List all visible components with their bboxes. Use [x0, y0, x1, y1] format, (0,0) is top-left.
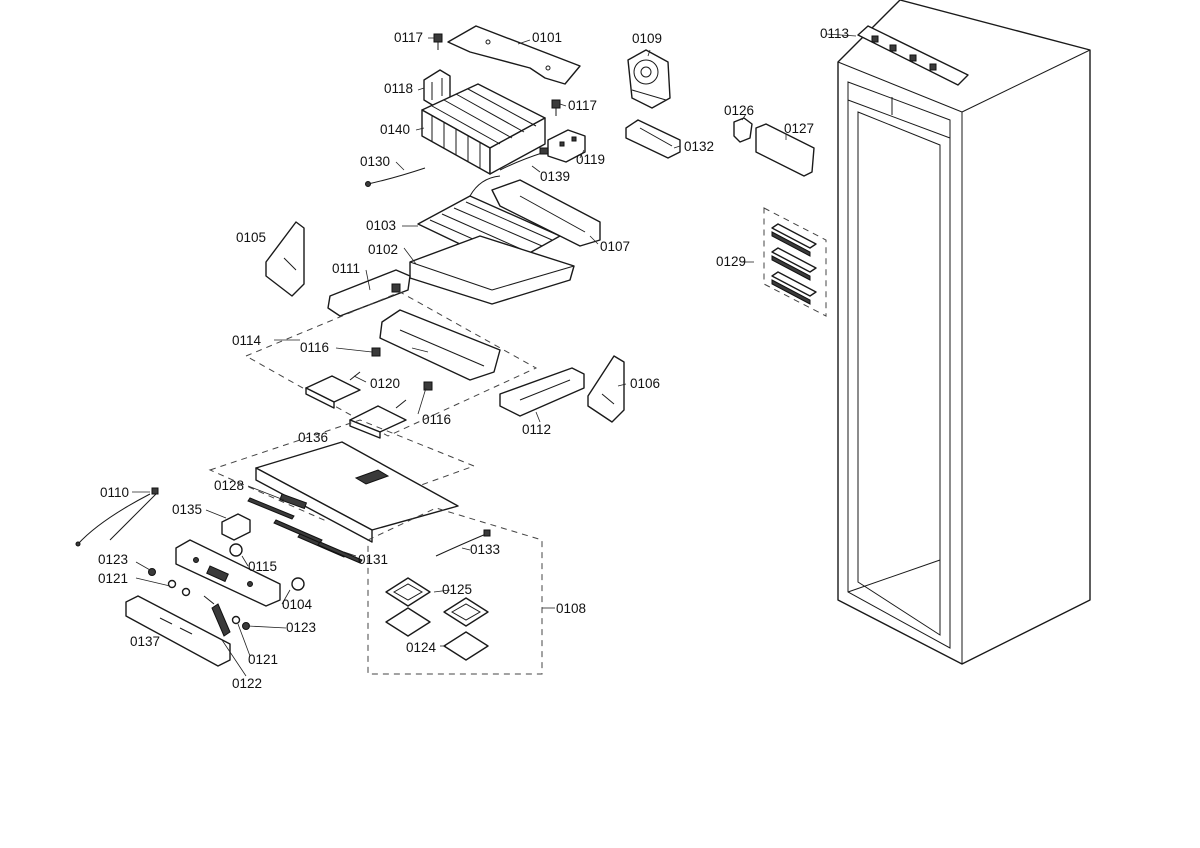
label-0131: 0131	[358, 552, 388, 567]
label-0116-bottom: 0116	[422, 412, 451, 427]
front-plate-0137	[125, 595, 231, 667]
label-0118: 0118	[384, 81, 413, 96]
label-0121-right: 0121	[248, 652, 278, 667]
screws-nuts-left	[148, 568, 250, 630]
label-0108: 0108	[556, 601, 586, 616]
label-0101: 0101	[532, 30, 562, 45]
label-0113: 0113	[820, 26, 849, 41]
label-0119: 0119	[576, 152, 605, 167]
bracket-0111	[327, 269, 411, 317]
label-0123-left: 0123	[98, 552, 128, 567]
label-0102: 0102	[368, 242, 398, 257]
sensor-cable-0139	[499, 147, 549, 171]
label-0109: 0109	[632, 31, 662, 46]
drain-duct-0107	[491, 179, 601, 247]
evaporator-cover	[447, 25, 581, 85]
label-0137: 0137	[130, 634, 160, 649]
strips-0131	[247, 497, 363, 564]
control-housing-0136	[208, 419, 476, 543]
cable-0133	[435, 529, 491, 557]
strips-group-0129	[763, 207, 827, 317]
label-0122: 0122	[232, 676, 262, 691]
label-0110: 0110	[100, 485, 129, 500]
label-0117-right: 0117	[568, 98, 597, 113]
label-0139: 0139	[540, 169, 570, 184]
label-0129: 0129	[716, 254, 746, 269]
bracket-0112	[499, 367, 585, 417]
label-0124: 0124	[406, 640, 437, 655]
group-0114	[244, 291, 538, 439]
label-0120: 0120	[370, 376, 400, 391]
label-0136: 0136	[298, 430, 328, 445]
leader-lines	[132, 33, 857, 677]
label-0115: 0115	[248, 559, 277, 574]
label-0121-left: 0121	[98, 571, 128, 586]
screw-right	[551, 99, 561, 116]
label-0130: 0130	[360, 154, 390, 169]
part-labels: 0117 0101 0109 0113 0118 0117 0126 0127 …	[98, 26, 849, 691]
label-0103: 0103	[366, 218, 396, 233]
top-hinge-bracket	[857, 25, 969, 86]
holder-0119	[547, 129, 586, 163]
knob-0115	[229, 543, 243, 557]
label-0117-top: 0117	[394, 30, 423, 45]
label-0111: 0111	[332, 261, 360, 276]
label-0127: 0127	[784, 121, 814, 136]
label-0105: 0105	[236, 230, 266, 245]
control-panel-0104	[175, 539, 305, 607]
label-0140: 0140	[380, 122, 410, 137]
label-0106: 0106	[630, 376, 660, 391]
bracket-0105	[265, 221, 305, 297]
label-0135: 0135	[172, 502, 202, 517]
label-0116-top: 0116	[300, 340, 329, 355]
label-0128: 0128	[214, 478, 244, 493]
fan-motor	[627, 49, 671, 109]
gasket-group-0108	[367, 507, 555, 675]
cable-0110	[75, 487, 159, 547]
bracket-0132	[625, 119, 681, 159]
plate-0127	[755, 123, 815, 177]
bracket-0106	[587, 355, 625, 423]
label-0112: 0112	[522, 422, 551, 437]
clip-0118	[423, 69, 451, 107]
switch-0126	[733, 117, 753, 143]
label-0126: 0126	[724, 103, 754, 118]
clip-0122	[211, 603, 231, 637]
label-0114: 0114	[232, 333, 262, 348]
refrigerator-cabinet	[837, 0, 1091, 665]
drip-tray-0102	[409, 235, 575, 305]
label-0125: 0125	[442, 582, 472, 597]
label-0123-right: 0123	[286, 620, 316, 635]
label-0107: 0107	[600, 239, 630, 254]
evaporator-coil	[421, 83, 546, 175]
part-0135	[221, 513, 251, 541]
screw-top	[433, 33, 443, 50]
label-0132: 0132	[684, 139, 714, 154]
label-0104: 0104	[282, 597, 313, 612]
label-0133: 0133	[470, 542, 500, 557]
sensor-cable-0130	[365, 167, 426, 187]
